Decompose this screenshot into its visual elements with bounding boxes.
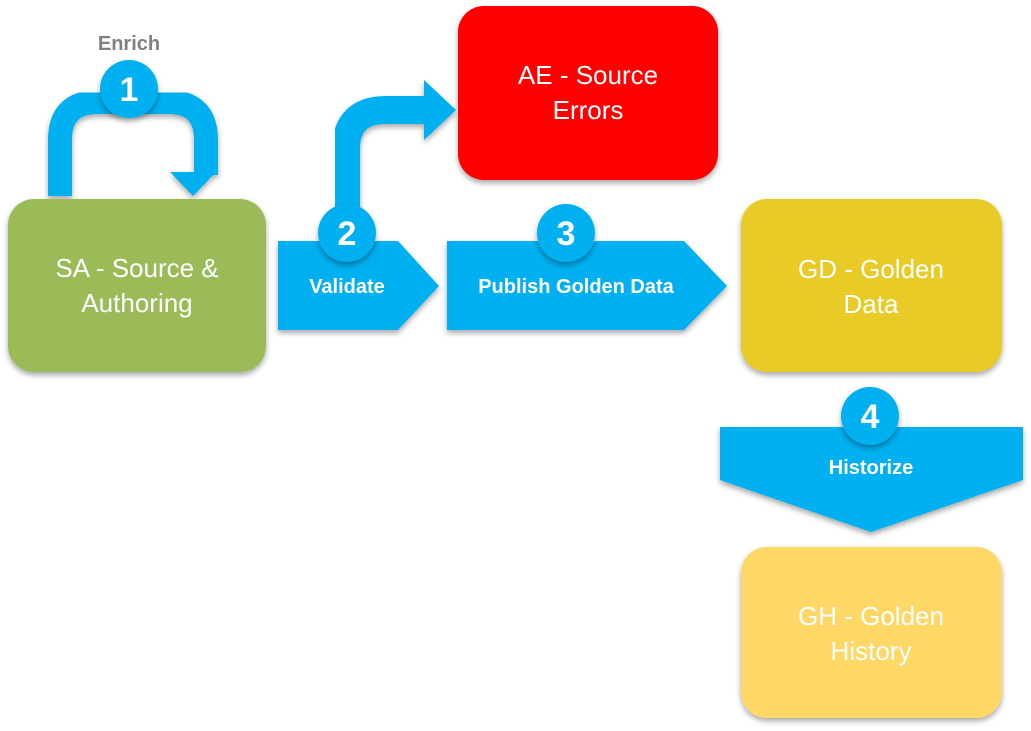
source-errors-box[interactable]: AE - Source Errors <box>458 6 718 180</box>
step-badge-3: 3 <box>537 204 595 262</box>
historize-step: Historize <box>720 427 1023 532</box>
step-number-1: 1 <box>120 71 139 109</box>
historize-label: Historize <box>829 457 913 479</box>
step-badge-1: 1 <box>100 60 158 118</box>
step-number-4: 4 <box>861 398 880 436</box>
error-branch-arrow <box>332 80 456 215</box>
step-badge-4: 4 <box>841 387 899 445</box>
golden-history-line2: History <box>831 636 912 666</box>
source-box-line2: Authoring <box>81 288 192 318</box>
validate-step: Validate <box>278 241 439 330</box>
step-badge-2: 2 <box>318 204 376 262</box>
validate-label: Validate <box>309 276 385 298</box>
errors-box-line2: Errors <box>553 95 624 125</box>
errors-box-line1: AE - Source <box>518 60 658 90</box>
golden-data-box[interactable]: GD - Golden Data <box>741 199 1002 372</box>
golden-history-box[interactable]: GH - Golden History <box>741 547 1002 718</box>
publish-step: Publish Golden Data <box>447 241 727 330</box>
source-authoring-box[interactable]: SA - Source & Authoring <box>8 199 266 372</box>
publish-label: Publish Golden Data <box>478 276 674 298</box>
step-number-2: 2 <box>338 215 357 253</box>
golden-history-line1: GH - Golden <box>798 601 944 631</box>
golden-data-line2: Data <box>844 289 899 319</box>
source-box-line1: SA - Source & <box>55 253 218 283</box>
step-number-3: 3 <box>557 215 576 253</box>
golden-data-line1: GD - Golden <box>798 254 944 284</box>
enrich-label: Enrich <box>98 33 160 55</box>
